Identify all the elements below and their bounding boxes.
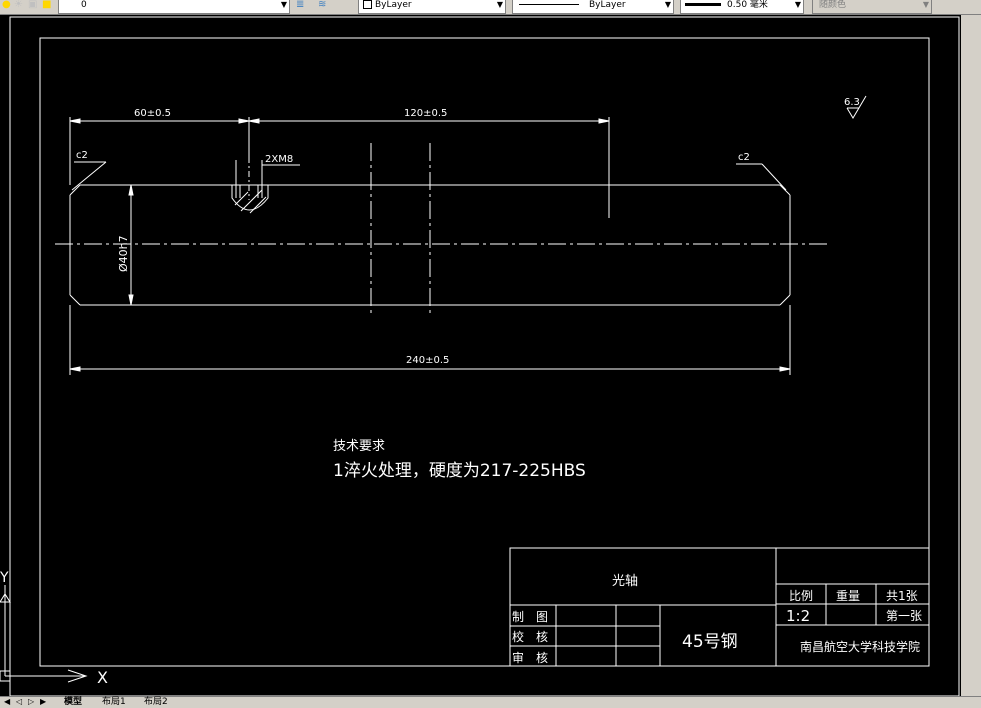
roughness-symbol [846, 95, 867, 119]
sun-icon[interactable]: ☀ [14, 0, 23, 10]
material: 45号钢 [682, 632, 738, 652]
drawing-canvas[interactable]: 2XM8 60±0.5 120±0.5 240±0.5 Ø40h7 c2 [0, 15, 960, 697]
last-tab-arrow-icon[interactable]: ▶ [40, 697, 47, 706]
dimension-diameter-label: Ø40h7 [117, 235, 130, 272]
chamfer-right-leader [736, 163, 787, 191]
check-label: 校 核 [512, 629, 548, 644]
color-value: ByLayer [375, 0, 412, 10]
tech-line-1: 1淬火处理，硬度为217-225HBS [333, 461, 586, 481]
tab-model[interactable]: 模型 [64, 697, 83, 707]
chevron-down-icon: ▼ [496, 0, 503, 9]
school-name: 南昌航空大学科技学院 [800, 639, 920, 654]
approve-label: 审 核 [512, 650, 548, 665]
draw-label: 制 图 [512, 610, 548, 624]
layout-tab-bar: ◀ ◁ ▷ ▶ 模型 布局1 布局2 [0, 696, 981, 708]
lock-icon[interactable]: ▣ [28, 0, 38, 10]
color-swatch-icon[interactable]: ■ [42, 0, 52, 10]
title-block [509, 547, 930, 667]
dimension-240-label: 240±0.5 [406, 355, 449, 366]
plotstyle-dropdown[interactable]: 随颜色 ▼ [812, 0, 932, 14]
scale-value: 1:2 [786, 607, 810, 625]
lineweight-sample-icon [685, 3, 721, 6]
dimension-240 [69, 305, 791, 375]
sheet-inner-border [39, 37, 930, 667]
thread-note: 2XM8 [265, 154, 293, 165]
weight-label: 重量 [836, 589, 860, 603]
color-swatch-icon [363, 0, 372, 9]
linetype-value: ByLayer [589, 0, 626, 10]
layer-dropdown[interactable]: 0 ▼ [58, 0, 290, 14]
part-name: 光轴 [612, 574, 638, 589]
properties-toolbar: ● ☀ ▣ ■ 0 ▼ ≣ ≋ ByLayer ▼ ByLayer ▼ 0.50… [0, 0, 981, 15]
roughness-value: 6.3 [844, 97, 860, 108]
dimension-diameter [128, 184, 134, 306]
plotstyle-value: 随颜色 [819, 0, 847, 10]
drawing-area[interactable]: 2XM8 60±0.5 120±0.5 240±0.5 Ø40h7 c2 [0, 15, 960, 697]
ucs-x-label: X [97, 668, 108, 687]
layer-value: 0 [81, 0, 87, 10]
chamfer-left-leader [71, 161, 107, 191]
chamfer-left-label: c2 [76, 150, 88, 161]
sheets-total: 共1张 [886, 589, 918, 603]
chevron-down-icon: ▼ [794, 0, 801, 9]
tab-layout1[interactable]: 布局1 [102, 697, 126, 707]
tab-layout2[interactable]: 布局2 [144, 697, 168, 707]
chevron-down-icon: ▼ [922, 0, 929, 9]
color-dropdown[interactable]: ByLayer ▼ [358, 0, 506, 14]
linetype-dropdown[interactable]: ByLayer ▼ [512, 0, 674, 14]
tech-heading: 技术要求 [333, 439, 385, 454]
prev-tab-arrow-icon[interactable]: ◁ [16, 697, 23, 706]
line-sample-icon [519, 4, 579, 5]
chevron-down-icon: ▼ [664, 0, 671, 9]
lineweight-value: 0.50 毫米 [727, 0, 768, 10]
lightbulb-icon[interactable]: ● [2, 0, 11, 10]
threaded-hole [231, 160, 269, 214]
layer-previous-icon[interactable]: ≋ [318, 0, 327, 10]
next-tab-arrow-icon[interactable]: ▷ [28, 697, 35, 706]
vertical-scrollbar[interactable] [961, 15, 981, 696]
lineweight-dropdown[interactable]: 0.50 毫米 ▼ [680, 0, 804, 14]
chevron-down-icon: ▼ [280, 0, 287, 9]
dimension-60 [69, 117, 250, 185]
scale-label: 比例 [789, 589, 813, 603]
layer-manager-icon[interactable]: ≣ [296, 0, 305, 10]
first-tab-arrow-icon[interactable]: ◀ [4, 697, 11, 706]
ucs-icon [0, 585, 88, 683]
dimension-60-label: 60±0.5 [134, 108, 171, 119]
chamfer-right-label: c2 [738, 152, 750, 163]
ucs-y-label: Y [0, 570, 9, 586]
dimension-120 [248, 117, 610, 218]
dimension-120-label: 120±0.5 [404, 108, 447, 119]
sheet-number: 第一张 [886, 609, 922, 623]
